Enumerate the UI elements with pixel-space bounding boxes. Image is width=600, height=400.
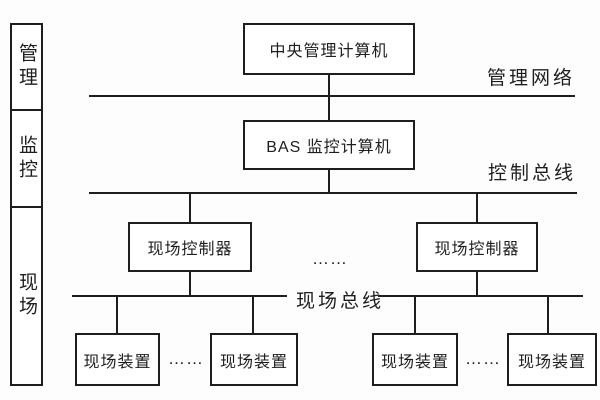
field-bus-line-right (378, 295, 583, 297)
control-bus-label: 控制总线 (488, 163, 577, 184)
field-bus-label: 现场总线 (296, 291, 385, 312)
ellipsis-devices-right: …… (465, 349, 501, 368)
field-controller-label-right: 现场控制器 (434, 241, 520, 258)
field-device-label-1: 现场装置 (83, 353, 152, 371)
connector-left-controller-to-field-bus (189, 272, 191, 296)
central-management-computer-node: 中央管理计算机 (243, 23, 415, 75)
connector-central-to-management-bus (328, 75, 330, 96)
connector-field-bus-to-device-3 (414, 297, 416, 333)
field-device-label-3: 现场装置 (380, 353, 449, 371)
bas-monitoring-computer-node: BAS 监控计算机 (243, 120, 415, 170)
layer-label-management: 管理 (16, 43, 37, 91)
ellipsis-controllers: …… (312, 249, 348, 268)
connector-right-controller-to-field-bus (476, 272, 478, 296)
connector-control-bus-to-right-controller (476, 194, 478, 222)
field-controller-label-left: 现场控制器 (147, 241, 233, 258)
central-management-computer-label: 中央管理计算机 (269, 43, 389, 60)
connector-management-bus-to-bas (328, 97, 330, 120)
layer-box-monitoring: 监控 (10, 109, 43, 208)
field-device-node-2: 现场装置 (210, 333, 298, 386)
connector-field-bus-to-device-1 (116, 297, 118, 333)
field-controller-node-right: 现场控制器 (416, 222, 538, 272)
control-bus-line (89, 192, 577, 194)
layer-box-field: 现场 (10, 206, 43, 386)
field-device-node-3: 现场装置 (372, 333, 458, 386)
field-device-node-1: 现场装置 (75, 333, 160, 386)
ellipsis-devices-left: …… (168, 349, 204, 368)
connector-field-bus-to-device-4 (547, 297, 549, 333)
connector-bas-to-control-bus (328, 170, 330, 193)
bas-monitoring-computer-label: BAS 监控计算机 (266, 139, 392, 156)
field-controller-node-left: 现场控制器 (128, 222, 252, 272)
connector-control-bus-to-left-controller (189, 194, 191, 222)
management-network-label: 管理网络 (487, 68, 576, 89)
layer-box-management: 管理 (10, 23, 43, 111)
layer-label-field: 现场 (16, 272, 37, 320)
layer-label-monitoring: 监控 (16, 134, 37, 183)
management-network-bus-line (89, 95, 575, 97)
field-bus-line-left (72, 295, 287, 297)
connector-field-bus-to-device-2 (252, 297, 254, 333)
field-device-label-2: 现场装置 (219, 353, 288, 371)
field-device-label-4: 现场装置 (517, 353, 586, 371)
field-device-node-4: 现场装置 (507, 333, 597, 386)
